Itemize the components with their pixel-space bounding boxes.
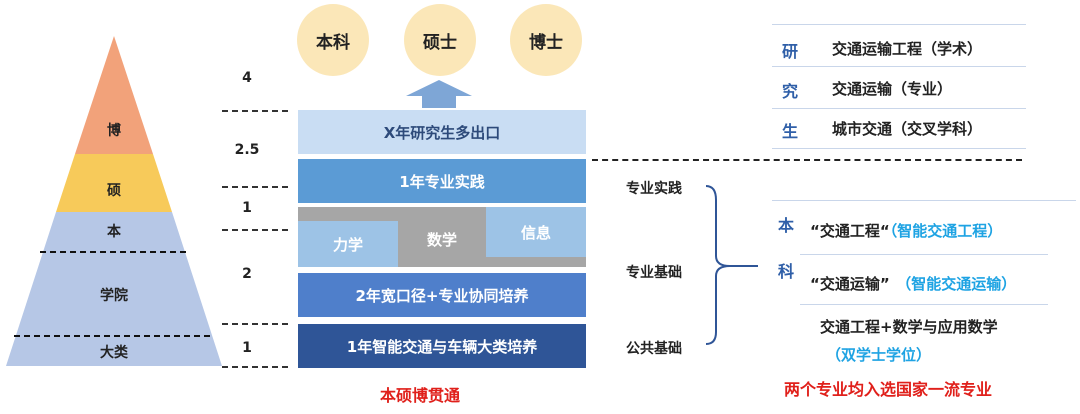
- side-label-practice: 专业实践: [626, 181, 682, 197]
- separator: [222, 110, 288, 112]
- side-label-public: 公共基础: [626, 341, 682, 357]
- year-label: 2: [242, 266, 252, 282]
- pyramid-shuo-layer: [56, 154, 172, 212]
- pyramid-base-layer: [6, 212, 222, 366]
- subject-math: 数学: [398, 211, 486, 267]
- subject-information: 信息: [486, 207, 586, 257]
- bracket: [705, 185, 758, 345]
- degree-master: 硕士: [404, 4, 476, 76]
- undergrad-item-1-paren: （智能交通工程）: [889, 222, 1003, 240]
- pyramid-label-xueyuan: 学院: [100, 288, 128, 304]
- rule: [772, 148, 1026, 149]
- separator: [222, 366, 288, 368]
- caption-left: 本硕博贯通: [380, 386, 461, 405]
- rule: [800, 254, 1048, 255]
- pyramid-label-shuo: 硕: [107, 183, 121, 199]
- year-label: 4: [242, 70, 252, 86]
- pyramid-bo-layer: [75, 36, 153, 154]
- education-pyramid: [6, 36, 222, 366]
- undergrad-item-3-paren: （双学士学位）: [826, 346, 932, 364]
- divider-dashed: [592, 159, 1022, 161]
- subject-mechanics: 力学: [298, 221, 398, 267]
- side-label-foundation: 专业基础: [626, 265, 682, 281]
- pyramid-label-ben: 本: [107, 224, 121, 240]
- year-label: 1: [242, 200, 252, 216]
- block-broad: 2年宽口径+专业协同培养: [298, 273, 586, 317]
- up-arrow-icon: [406, 80, 472, 108]
- undergrad-item-2-main: “交通运输”: [810, 275, 890, 293]
- undergrad-item-2-paren: （智能交通运输）: [903, 275, 1017, 293]
- pyramid-label-dalei: 大类: [100, 345, 128, 361]
- rule: [772, 24, 1026, 25]
- graduate-item: 城市交通（交叉学科）: [832, 120, 983, 138]
- block-exit: X年研究生多出口: [298, 110, 586, 154]
- separator: [222, 186, 288, 188]
- rule: [772, 108, 1026, 109]
- undergrad-item-2: “交通运输” （智能交通运输）: [810, 273, 1016, 294]
- undergrad-heading-char: 科: [777, 262, 794, 281]
- graduate-heading-char: 究: [781, 82, 798, 101]
- undergrad-item-1: “交通工程“（智能交通工程）: [810, 220, 1002, 241]
- graduate-item: 交通运输工程（学术）: [832, 40, 983, 58]
- degree-doctor: 博士: [510, 4, 582, 76]
- undergrad-item-3: 交通工程+数学与应用数学: [820, 318, 998, 336]
- undergrad-item-1-main: “交通工程“: [810, 222, 890, 240]
- pyramid-label-bo: 博: [107, 123, 121, 139]
- year-label: 1: [242, 340, 252, 356]
- graduate-heading-char: 生: [781, 122, 798, 141]
- separator: [222, 229, 288, 231]
- rule: [772, 66, 1026, 67]
- block-common: 1年智能交通与车辆大类培养: [298, 324, 586, 368]
- undergrad-heading-char: 本: [777, 216, 794, 235]
- rule: [800, 304, 1048, 305]
- year-label: 2.5: [234, 142, 260, 158]
- rule: [772, 200, 1076, 201]
- caption-right: 两个专业均入选国家一流专业: [784, 380, 993, 399]
- graduate-item: 交通运输（专业）: [832, 80, 953, 98]
- degree-bachelor: 本科: [297, 4, 369, 76]
- graduate-heading-char: 研: [781, 42, 798, 61]
- block-practice: 1年专业实践: [298, 159, 586, 203]
- separator: [222, 323, 288, 325]
